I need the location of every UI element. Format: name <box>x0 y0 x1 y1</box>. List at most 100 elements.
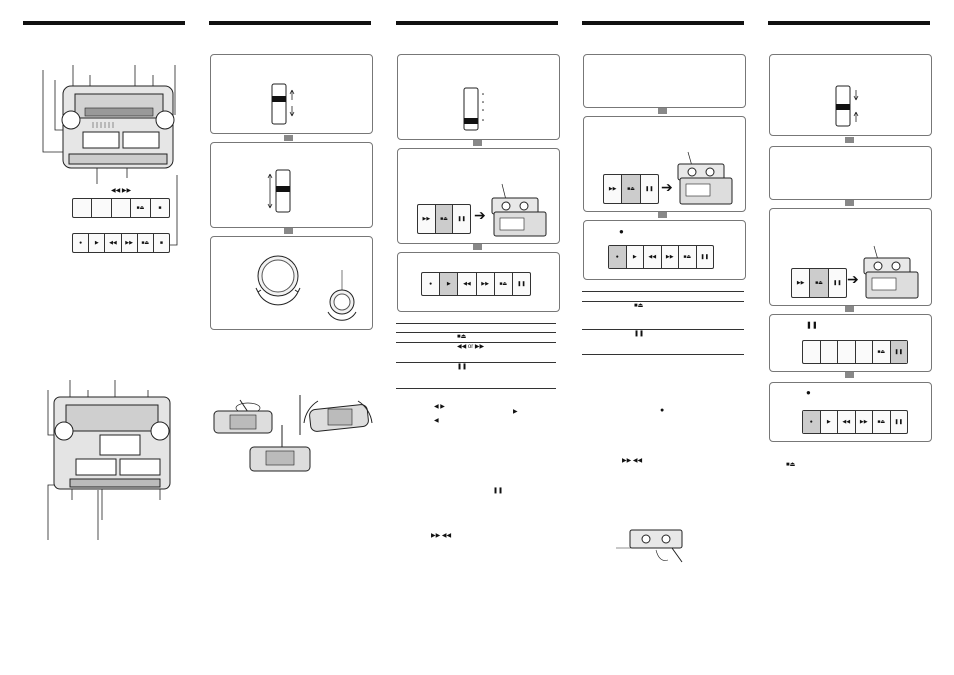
col5-record-key-record[interactable]: ● <box>803 411 821 433</box>
col5-connector-1 <box>845 137 854 143</box>
col3-connector-2 <box>473 244 482 250</box>
col4-table-rule-4 <box>582 354 744 355</box>
col3-table-rule-5 <box>396 388 556 389</box>
col5-pause-key-stop-eject[interactable]: ■⏏ <box>873 341 891 363</box>
col4-record-key-record[interactable]: ● <box>609 246 627 268</box>
col3-table-rule-2 <box>396 332 556 333</box>
col4-record-key-stop-eject[interactable]: ■⏏ <box>679 246 697 268</box>
col3-record-key-ffwd[interactable]: ▶▶ <box>477 273 495 295</box>
col3-step-symbol-4: ❚❚ <box>493 488 504 494</box>
col2-step-box-2 <box>210 142 373 228</box>
deck-key-stop[interactable]: ■ <box>158 205 162 211</box>
col4-table-row-2: ❚❚ <box>634 331 645 337</box>
col5-slide-switch-diagram <box>835 85 859 127</box>
col5-pause-key-row: ■⏏ ❚❚ <box>802 340 908 364</box>
column-header-bar-2 <box>209 21 371 25</box>
slide-switch-up-diagram <box>271 83 295 125</box>
stereo-front-view-diagram-2 <box>47 380 171 540</box>
col4-step-symbol-1: ● <box>660 407 665 414</box>
col4-table-rule-3 <box>582 329 744 330</box>
col5-pause-key-2[interactable] <box>821 341 838 363</box>
col3-tape-key-pause[interactable]: ❚❚ <box>457 216 466 222</box>
column-header-bar-3 <box>396 21 558 25</box>
col5-pause-key-3[interactable] <box>838 341 856 363</box>
col4-tape-key-ffwd[interactable]: ▶▶ <box>604 175 623 203</box>
col3-arrow-right-icon: ➔ <box>474 207 486 223</box>
cassette-tab-diagram <box>616 529 683 563</box>
transport-button-row: ● ▶ ◀◀ ▶▶ ■⏏ ■ <box>72 233 170 253</box>
transport-key-ffwd[interactable]: ▶▶ <box>122 234 138 252</box>
col3-tape-key-stop-eject[interactable]: ■⏏ <box>435 205 454 233</box>
col3-table-row-1: ■⏏ <box>457 334 467 340</box>
col3-step-symbol-2: ◀ <box>434 418 439 424</box>
col5-note-symbol: ■⏏ <box>786 462 796 468</box>
col4-step-box-1 <box>583 54 746 108</box>
col4-record-key-rewind[interactable]: ◀◀ <box>644 246 662 268</box>
col5-pause-label: ❚❚ <box>806 322 818 329</box>
col4-connector-2 <box>658 212 667 218</box>
col3-record-key-row: ● ▶ ◀◀ ▶▶ ■⏏ ❚❚ <box>421 272 531 296</box>
deck-key-stop-eject[interactable]: ■⏏ <box>131 199 151 217</box>
col3-record-key-stop-eject[interactable]: ■⏏ <box>495 273 513 295</box>
col3-tape-key-ffwd[interactable]: ▶▶ <box>418 205 436 233</box>
col5-record-key-pause[interactable]: ❚❚ <box>894 419 903 425</box>
col3-record-key-rewind[interactable]: ◀◀ <box>458 273 477 295</box>
col5-cassette-insert-diagram <box>863 245 919 299</box>
col4-record-key-ffwd[interactable]: ▶▶ <box>662 246 679 268</box>
col3-table-rule-1 <box>396 323 556 324</box>
col4-record-key-pause[interactable]: ❚❚ <box>700 254 709 260</box>
transport-key-stop[interactable]: ■ <box>159 240 163 246</box>
col4-record-key-play[interactable]: ▶ <box>627 246 644 268</box>
col5-tape-key-stop-eject[interactable]: ■⏏ <box>810 269 829 297</box>
transport-key-stop-eject[interactable]: ■⏏ <box>138 234 154 252</box>
col5-connector-2 <box>845 200 854 206</box>
col4-step-symbol-2: ▶▶ ◀◀ <box>622 458 643 464</box>
col3-connector-1 <box>473 140 482 146</box>
col5-record-key-stop-eject[interactable]: ■⏏ <box>873 411 891 433</box>
col5-pause-key-4[interactable] <box>856 341 873 363</box>
col5-record-key-play[interactable]: ▶ <box>821 411 838 433</box>
col2-connector-1 <box>284 135 293 141</box>
col5-step-box-2 <box>769 146 932 200</box>
stereo-front-view-diagram <box>42 65 178 246</box>
col3-table-row-3: ❚❚ <box>457 364 468 370</box>
col5-record-label: ● <box>806 388 811 397</box>
column-header-bar-1 <box>23 21 185 25</box>
column-header-bar-4 <box>582 21 744 25</box>
col5-record-key-ffwd[interactable]: ▶▶ <box>856 411 873 433</box>
col4-table-row-1: ■⏏ <box>634 303 644 309</box>
col4-tape-key-stop-eject[interactable]: ■⏏ <box>622 175 641 203</box>
col3-step-symbol-3: ▶ <box>513 409 518 415</box>
col3-tape-key-row: ▶▶ ■⏏ ❚❚ <box>417 204 471 234</box>
col5-tape-key-pause[interactable]: ❚❚ <box>833 280 842 286</box>
col4-connector-1 <box>658 108 667 114</box>
col3-record-key-record[interactable]: ● <box>422 273 441 295</box>
transport-key-record[interactable]: ● <box>73 234 90 252</box>
antenna-position-diagram <box>213 395 373 472</box>
deck-key-2[interactable] <box>92 199 112 217</box>
col3-record-key-play[interactable]: ▶ <box>440 273 459 295</box>
col5-pause-key-1[interactable] <box>803 341 821 363</box>
deck-key-1[interactable] <box>73 199 93 217</box>
col3-record-key-pause[interactable]: ❚❚ <box>517 281 526 287</box>
transport-key-play[interactable]: ▶ <box>89 234 106 252</box>
col5-pause-key-pause[interactable]: ❚❚ <box>890 341 907 363</box>
col4-tape-key-pause[interactable]: ❚❚ <box>645 186 654 192</box>
col2-step-box-1 <box>210 54 373 134</box>
col3-cassette-insert-diagram <box>491 183 547 237</box>
col5-record-key-rewind[interactable]: ◀◀ <box>838 411 856 433</box>
deck-key-3[interactable] <box>112 199 132 217</box>
col4-table-rule-1 <box>582 291 744 292</box>
col5-record-key-row: ● ▶ ◀◀ ▶▶ ■⏏ ❚❚ <box>802 410 908 434</box>
transport-key-rewind[interactable]: ◀◀ <box>105 234 122 252</box>
col4-arrow-right-icon: ➔ <box>661 179 673 195</box>
col5-tape-key-ffwd[interactable]: ▶▶ <box>792 269 811 297</box>
deck-button-row: ■⏏ ■ <box>72 198 170 218</box>
column-header-bar-5 <box>768 21 930 25</box>
col1-top-key-label: ◀◀ ▶▶ <box>111 188 132 194</box>
slide-switch-middle-diagram <box>267 169 291 213</box>
col3-step-symbol-1: ◀ ▶ <box>434 404 445 410</box>
col3-step-symbol-5: ▶▶ ◀◀ <box>431 533 452 539</box>
col5-connector-3 <box>845 306 854 312</box>
col3-table-rule-3 <box>396 342 556 343</box>
